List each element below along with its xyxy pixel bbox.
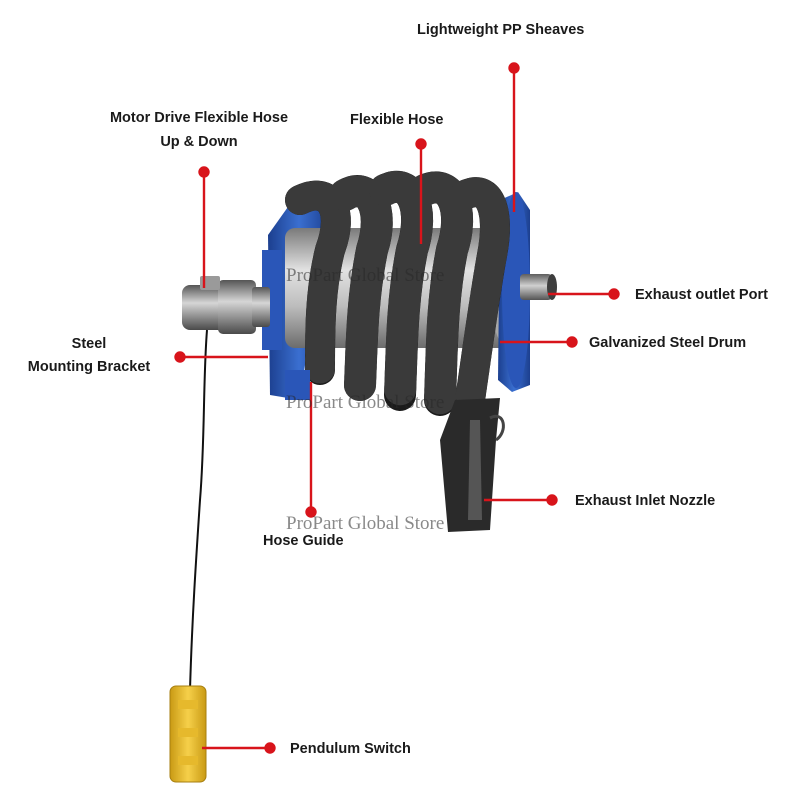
leader-dot-bracket bbox=[174, 351, 186, 363]
label-bracket-line1: Steel bbox=[71, 336, 107, 352]
leader-dot-motor bbox=[198, 166, 210, 178]
label-sheaves: Lightweight PP Sheaves bbox=[417, 22, 585, 38]
label-motor-line2: Up & Down bbox=[160, 134, 238, 150]
flexible-hose-coils bbox=[285, 170, 510, 416]
exhaust-inlet-nozzle bbox=[440, 398, 505, 532]
leader-dot-pendulum-switch bbox=[264, 742, 276, 754]
switch-cable bbox=[189, 329, 208, 691]
leader-dot-drum bbox=[566, 336, 578, 348]
exhaust-outlet-port bbox=[520, 274, 557, 300]
label-pendulum-switch: Pendulum Switch bbox=[290, 741, 411, 757]
label-motor-line1: Motor Drive Flexible Hose bbox=[109, 110, 289, 126]
label-bracket-line2: Mounting Bracket bbox=[27, 359, 151, 375]
watermark-2: ProPart Global Store bbox=[286, 392, 445, 413]
leader-dot-sheaves bbox=[508, 62, 520, 74]
leader-dot-flexible-hose bbox=[415, 138, 427, 150]
watermark-3: ProPart Global Store bbox=[286, 513, 445, 534]
label-drum: Galvanized Steel Drum bbox=[589, 335, 747, 351]
label-hose-guide: Hose Guide bbox=[263, 533, 344, 549]
leader-dot-nozzle bbox=[546, 494, 558, 506]
hose-guide bbox=[285, 370, 310, 400]
watermark-1: ProPart Global Store bbox=[286, 265, 445, 286]
label-nozzle: Exhaust Inlet Nozzle bbox=[575, 493, 716, 509]
drive-motor bbox=[182, 276, 270, 334]
leader-dot-outlet-port bbox=[608, 288, 620, 300]
label-flexible-hose: Flexible Hose bbox=[350, 112, 444, 128]
label-outlet-port: Exhaust outlet Port bbox=[635, 287, 768, 303]
leader-dot-hose-guide bbox=[305, 506, 317, 518]
pendulum-switch-body bbox=[169, 685, 207, 783]
leader-lines bbox=[174, 62, 620, 754]
